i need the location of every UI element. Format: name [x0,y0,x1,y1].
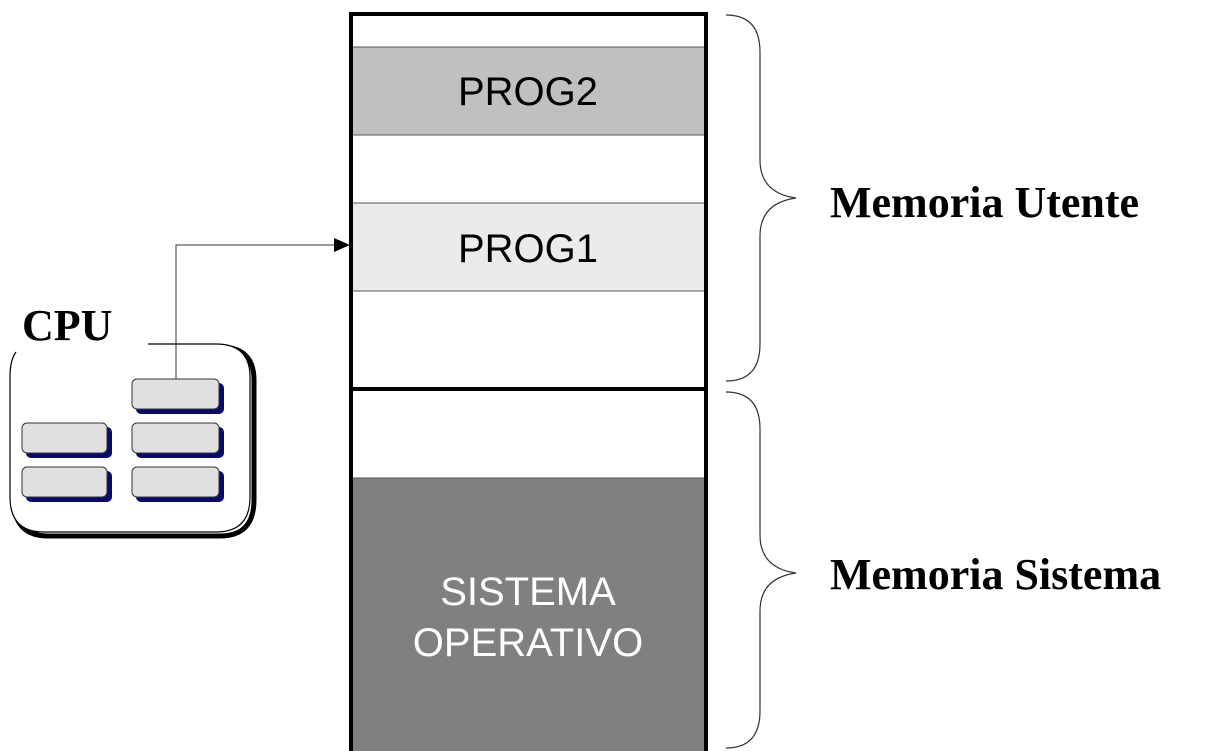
prog1-label: PROG1 [458,227,598,271]
segment-prog1 [351,203,706,291]
memory-border [349,12,708,751]
segment-free-middle [351,135,706,203]
arrow-head-icon [334,238,350,252]
segment-prog2 [351,47,706,135]
program-counter-arrow [175,238,350,379]
prog2-label: PROG2 [458,70,598,114]
memory-column: PROG2 PROG1 SISTEMA OPERATIVO [349,12,708,751]
register [131,422,224,458]
register [21,422,112,458]
register [131,466,224,502]
brace-user-memory [725,14,797,382]
brace-system-memory [725,391,797,749]
segment-os [351,478,706,751]
register [131,378,224,414]
cpu-block: CPU [9,301,257,539]
os-label-line1: SISTEMA [440,570,616,614]
system-memory-label: Memoria Sistema [830,550,1161,599]
segment-free-system [351,389,706,478]
cpu-label: CPU [22,301,112,350]
register [21,466,112,502]
segment-free-lower [351,291,706,389]
user-memory-label: Memoria Utente [830,178,1139,227]
segment-free-top [351,14,706,47]
os-label-line2: OPERATIVO [413,621,643,665]
